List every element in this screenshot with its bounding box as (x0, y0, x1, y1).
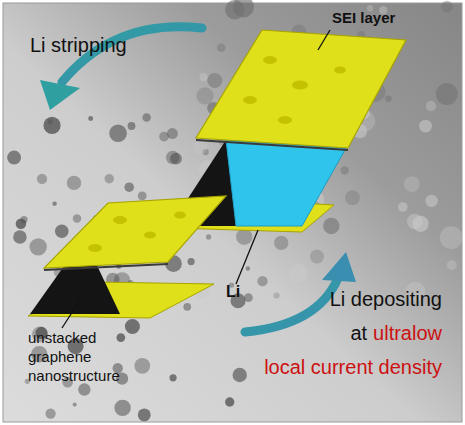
grain-spot (310, 250, 324, 264)
pore-spot (52, 201, 56, 205)
pore-spot (45, 408, 55, 418)
pore-spot (116, 333, 125, 342)
grain-spot (404, 176, 420, 192)
leader-line (236, 230, 258, 284)
emphasis-label: local current density (264, 356, 442, 379)
pore-spot (109, 124, 127, 142)
emphasis-label: ultralow (373, 322, 442, 345)
leader-line (62, 300, 80, 328)
grain-spot (425, 195, 437, 207)
pore-spot (73, 214, 81, 222)
pore-spot (166, 151, 179, 164)
pore-spot (128, 122, 136, 130)
grain-spot (345, 190, 360, 205)
pore-spot (225, 397, 234, 406)
pore-spot (30, 238, 47, 255)
arrow-head (40, 80, 80, 110)
sei-bump (292, 81, 308, 90)
part-label: unstacked graphene nanostructure (28, 328, 132, 385)
grain-spot (273, 292, 279, 298)
pore-spot (124, 182, 134, 192)
arrow-head (322, 252, 356, 282)
grain-spot (436, 83, 458, 105)
sem-texture (7, 0, 462, 421)
grain-spot (288, 264, 308, 284)
pore-spot (244, 293, 253, 302)
part-label: Li (226, 283, 240, 301)
grain-spot (207, 73, 222, 88)
grain-spot (274, 236, 288, 250)
pore-spot (246, 266, 250, 270)
grain-spot (225, 0, 244, 19)
sei-bump (88, 244, 102, 252)
grain-spot (447, 260, 457, 270)
pore-spot (73, 403, 77, 407)
pore-spot (78, 383, 90, 395)
grain-spot (441, 1, 453, 13)
pore-spot (125, 319, 140, 334)
sei-bump (243, 96, 257, 104)
leader-line (318, 30, 330, 50)
sei-bump (263, 56, 277, 64)
lithium-deposit (226, 140, 346, 226)
grain-spot (398, 202, 408, 212)
grain-spot (426, 101, 436, 111)
sei-bump (113, 216, 127, 224)
pore-spot (138, 192, 147, 201)
grain-spot (419, 120, 432, 133)
pore-spot (7, 151, 21, 165)
pore-spot (187, 258, 194, 265)
pore-spot (206, 234, 211, 239)
pore-spot (142, 113, 151, 122)
cycle-arrow (245, 278, 338, 332)
pore-spot (55, 224, 69, 238)
sei-bump (174, 212, 186, 219)
grain-spot (412, 216, 428, 232)
sem-background (3, 3, 462, 422)
grain-spot (236, 229, 252, 245)
pore-spot (134, 358, 150, 374)
process-label: at (350, 322, 367, 345)
process-label: Li stripping (30, 34, 127, 57)
pore-spot (104, 174, 113, 183)
grain-spot (440, 226, 463, 249)
plate-edge (44, 264, 168, 270)
grain-spot (385, 96, 392, 103)
grain-spot (341, 166, 349, 174)
pore-spot (43, 117, 60, 134)
pore-spot (138, 408, 151, 421)
sei-layer-upper (196, 30, 406, 148)
pore-spot (169, 374, 176, 381)
pore-spot (16, 218, 27, 229)
pore-spot (114, 400, 130, 416)
pore-spot (48, 119, 53, 124)
sei-bump (144, 232, 156, 239)
pore-spot (13, 230, 27, 244)
plate-edge (196, 140, 348, 150)
pore-spot (37, 174, 47, 184)
grain-spot (193, 140, 207, 154)
sei-layer-upper (44, 196, 226, 268)
grain-spot (257, 276, 267, 286)
pore-spot (183, 303, 191, 311)
process-label: Li depositing (330, 288, 442, 311)
grain-spot (196, 87, 213, 104)
grain-spot (323, 218, 339, 234)
part-label: SEI layer (332, 9, 395, 26)
sei-bump (334, 67, 346, 74)
pore-spot (232, 368, 246, 382)
pore-spot (159, 132, 169, 142)
pore-spot (88, 116, 93, 121)
grain-spot (217, 43, 226, 52)
sei-bump (278, 116, 292, 124)
pore-spot (67, 176, 81, 190)
grain-spot (199, 73, 207, 81)
